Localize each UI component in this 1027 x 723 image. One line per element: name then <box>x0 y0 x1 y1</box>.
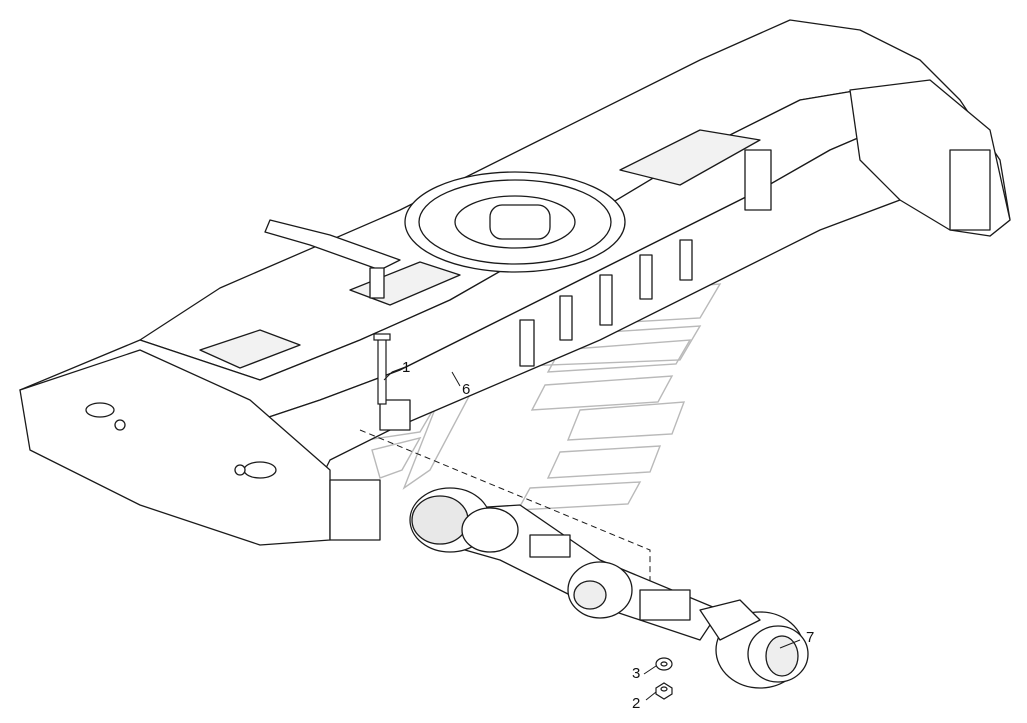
axle-assembly <box>409 487 809 689</box>
callout-3: 3 <box>632 665 640 682</box>
callout-7: 7 <box>806 629 814 646</box>
callout-labels: 1 2 3 6 7 <box>402 359 814 712</box>
callout-leaders <box>383 365 801 701</box>
bolt-part-1 <box>373 333 391 405</box>
callout-1: 1 <box>402 359 410 376</box>
callout-6: 6 <box>462 381 470 398</box>
nut-part-2 <box>655 682 673 700</box>
chassis-frame <box>19 19 1011 546</box>
washer-part-3 <box>655 657 673 671</box>
callout-2: 2 <box>632 695 640 712</box>
